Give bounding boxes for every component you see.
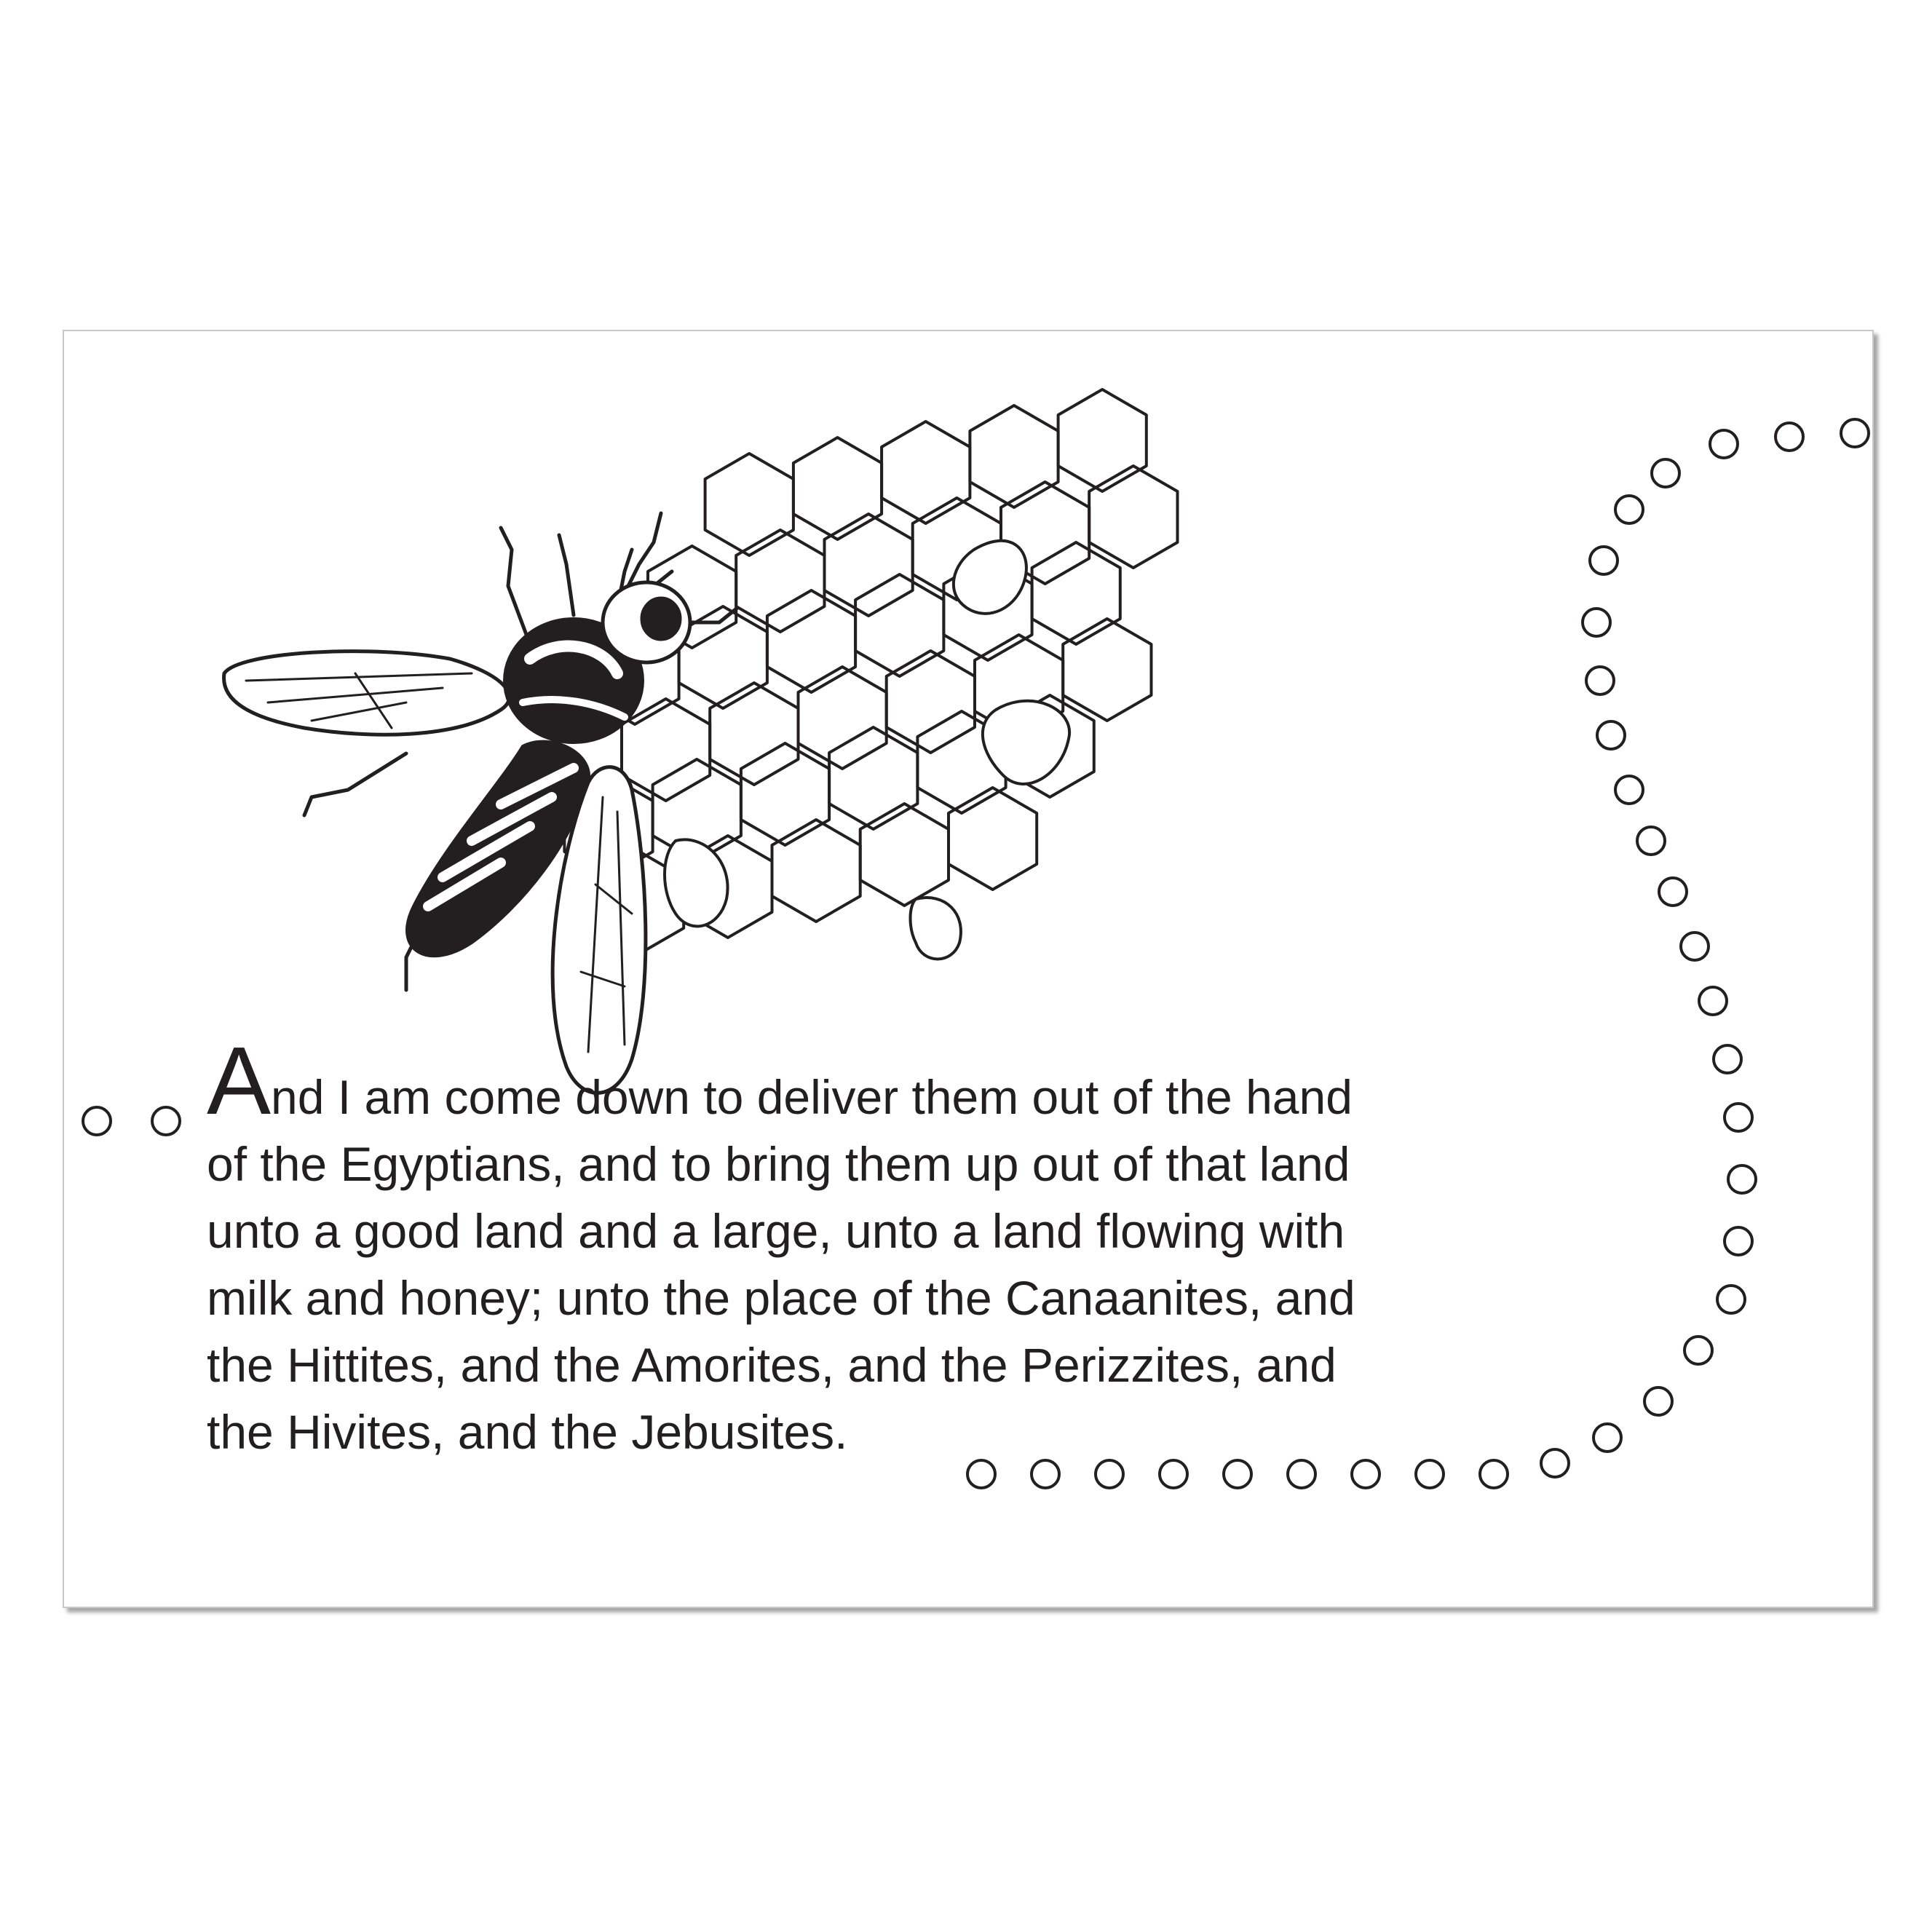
honeycomb-cell bbox=[791, 436, 884, 541]
trail-dot bbox=[1636, 826, 1666, 856]
verse-line-4: milk and honey; unto the place of the Ca… bbox=[207, 1271, 1355, 1325]
trail-dot bbox=[966, 1459, 997, 1489]
verse-line-3: unto a good land and a large, unto a lan… bbox=[207, 1204, 1345, 1258]
honeycomb-cell bbox=[858, 802, 950, 907]
honeycomb-cell bbox=[708, 681, 800, 786]
trail-dot bbox=[1596, 720, 1626, 751]
trail-dot bbox=[1614, 775, 1644, 805]
drop-cap: A bbox=[207, 1027, 272, 1134]
trail-dot bbox=[1716, 1284, 1746, 1315]
honeycomb-cell bbox=[1030, 541, 1122, 646]
honeycomb-icon bbox=[563, 388, 1179, 955]
trail-dot bbox=[1723, 1102, 1754, 1133]
bee-icon bbox=[222, 511, 740, 1095]
trail-dot bbox=[1158, 1459, 1189, 1489]
verse-line-5: the Hittites, and the Amorites, and the … bbox=[207, 1338, 1337, 1392]
verse-card: And I am come down to deliver them out o… bbox=[63, 330, 1874, 1608]
honeycomb-cell bbox=[828, 726, 919, 831]
trail-dot bbox=[1478, 1459, 1509, 1489]
verse-line-1: And I am come down to deliver them out o… bbox=[207, 1027, 1353, 1134]
honeycomb-cell bbox=[739, 742, 831, 847]
verse-line-2: of the Egyptians, and to bring them up o… bbox=[207, 1137, 1350, 1191]
honeycomb-cell bbox=[823, 512, 914, 617]
trail-dot bbox=[1683, 1335, 1714, 1366]
honey-drop bbox=[908, 896, 962, 961]
honeycomb-cell bbox=[770, 818, 862, 923]
trail-dot bbox=[1030, 1459, 1061, 1489]
honeycomb-cell bbox=[620, 697, 712, 802]
trail-dot bbox=[1581, 607, 1612, 638]
trail-dot bbox=[151, 1106, 181, 1136]
honeycomb-cell bbox=[735, 528, 826, 633]
trail-dot bbox=[1592, 1422, 1623, 1453]
trail-dot bbox=[1840, 418, 1870, 448]
trail-dot bbox=[1414, 1459, 1445, 1489]
honeycomb-cell bbox=[796, 665, 888, 770]
trail-dot bbox=[1350, 1459, 1381, 1489]
trail-dot bbox=[1709, 429, 1739, 459]
honeycomb-cell bbox=[703, 452, 795, 557]
honey-drops bbox=[663, 539, 1072, 961]
trail-dot bbox=[82, 1106, 112, 1136]
honeycomb-cell bbox=[947, 786, 1039, 891]
honeycomb-cell bbox=[1061, 617, 1153, 722]
honeycomb-cell bbox=[1088, 464, 1179, 569]
honeycomb-cell bbox=[765, 589, 858, 694]
trail-dot bbox=[1658, 876, 1688, 907]
trail-dot bbox=[1540, 1448, 1570, 1478]
trail-dot bbox=[1286, 1459, 1317, 1489]
trail-dot bbox=[1650, 458, 1681, 488]
trail-dot bbox=[1222, 1459, 1253, 1489]
honeycomb-cell bbox=[854, 573, 946, 678]
verse-line-6: the Hivites, and the Jebusites. bbox=[207, 1405, 848, 1459]
honey-drop bbox=[952, 539, 1028, 615]
trail-dot bbox=[1585, 665, 1615, 696]
trail-dot bbox=[1723, 1226, 1754, 1256]
honeycomb-cell bbox=[884, 649, 976, 754]
honey-drop bbox=[663, 838, 729, 928]
trail-dot bbox=[1094, 1459, 1125, 1489]
trail-dot bbox=[1712, 1044, 1743, 1074]
verse-text: And I am come down to deliver them out o… bbox=[207, 1027, 1619, 1465]
honeycomb-cell bbox=[1056, 388, 1148, 493]
honeycomb-cell bbox=[968, 404, 1060, 509]
honeycomb-cell bbox=[880, 420, 972, 525]
trail-dot bbox=[1588, 545, 1619, 576]
dotted-trail bbox=[82, 418, 1870, 1489]
trail-dot bbox=[1643, 1386, 1674, 1417]
trail-dot bbox=[1727, 1164, 1757, 1195]
trail-dot bbox=[1774, 421, 1805, 452]
bee-honeycomb-illustration bbox=[82, 388, 1870, 1489]
trail-dot bbox=[1679, 931, 1710, 962]
trail-dot bbox=[1614, 494, 1644, 525]
trail-dot bbox=[1698, 986, 1728, 1016]
honey-drop bbox=[981, 699, 1072, 785]
